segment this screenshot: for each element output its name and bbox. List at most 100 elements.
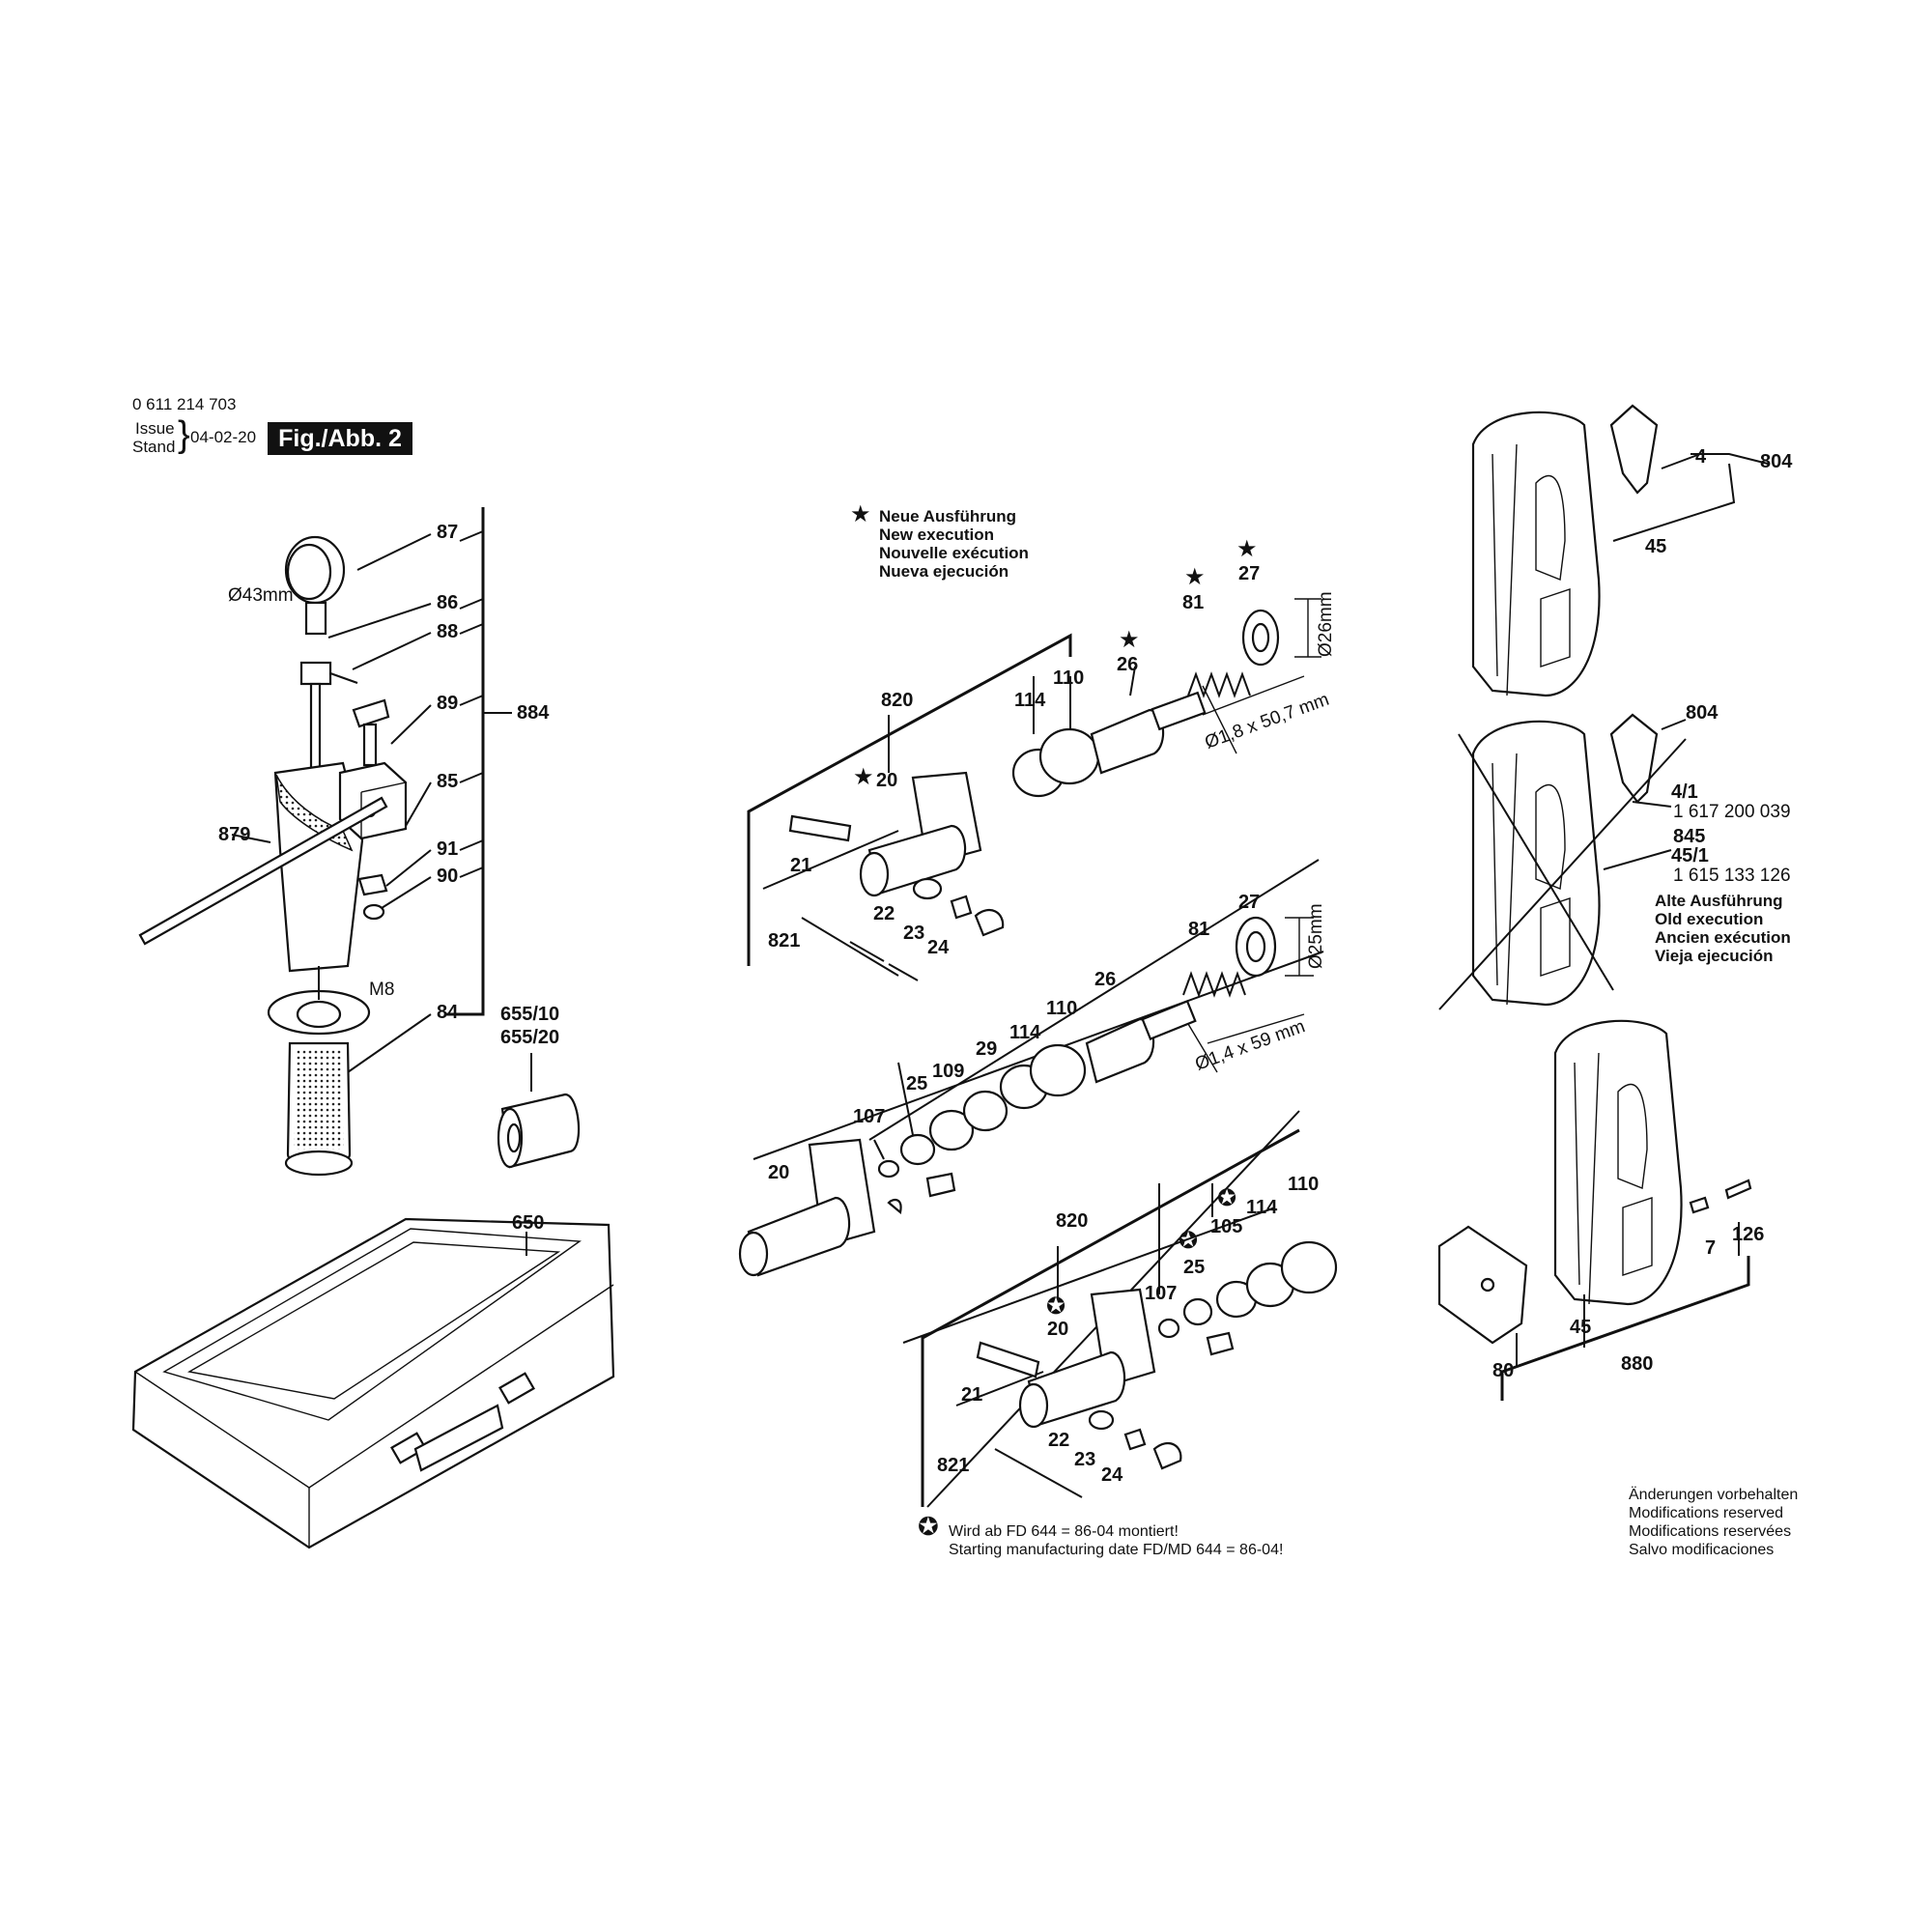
old-execution-en: Old execution	[1655, 910, 1764, 928]
circled-star-icon: ✪	[918, 1512, 939, 1541]
clamp-tab	[304, 601, 327, 636]
auxiliary-handle-group	[131, 507, 615, 1549]
label-diameter-25: Ø25mm	[1306, 903, 1326, 969]
new-execution-de: Neue Ausführung	[879, 507, 1016, 526]
label-650: 650	[512, 1212, 544, 1234]
label-spring-top: Ø1,8 x 50,7 mm	[1203, 690, 1332, 753]
label-114-center: 114	[1009, 1022, 1041, 1043]
o-ring-110-bottom	[1280, 1240, 1338, 1294]
label-804-mid: 804	[1686, 702, 1719, 724]
label-110-bottom: 110	[1288, 1174, 1319, 1195]
label-25-bottom: 25	[1183, 1257, 1205, 1278]
label-884: 884	[517, 702, 550, 724]
label-20-bottom: 20	[1047, 1319, 1068, 1340]
label-107-center: 107	[853, 1106, 885, 1127]
label-22-top: 22	[873, 903, 895, 924]
pin	[788, 814, 852, 842]
carrying-case	[131, 1217, 615, 1549]
label-845: 845	[1673, 826, 1705, 847]
modifications-fr: Modifications reservées	[1629, 1523, 1792, 1540]
label-21-top: 21	[790, 855, 811, 876]
ring-25	[899, 1133, 936, 1166]
label-87: 87	[437, 522, 458, 543]
ring-25-bottom	[1182, 1297, 1213, 1326]
issue-label: Issue	[135, 419, 175, 438]
label-diameter-26: Ø26mm	[1316, 591, 1336, 657]
tool-holder	[1090, 708, 1165, 775]
label-821-top: 821	[768, 930, 800, 952]
label-24-bottom: 24	[1101, 1464, 1123, 1486]
depth-stop-rod	[138, 796, 388, 946]
label-85: 85	[437, 771, 458, 792]
old-execution-es: Vieja ejecución	[1655, 947, 1774, 965]
label-23-top: 23	[903, 923, 924, 944]
label-24-top: 24	[927, 937, 950, 958]
star-27: ★	[1236, 536, 1258, 562]
ring-109	[928, 1109, 975, 1151]
ring-29	[962, 1090, 1009, 1132]
figure-badge: Fig./Abb. 2	[268, 422, 412, 455]
label-821-bottom: 821	[937, 1455, 969, 1476]
label-820-top: 820	[881, 690, 913, 711]
tool-holder-old-group	[738, 859, 1324, 1277]
frame-884	[446, 507, 485, 1016]
old-execution-de: Alte Ausführung	[1655, 892, 1783, 910]
label-110-center: 110	[1046, 998, 1077, 1019]
brace: }	[178, 414, 190, 455]
label-80: 80	[1492, 1360, 1514, 1381]
threaded-rod	[309, 682, 322, 773]
old-execution-note: Alte Ausführung Old execution Ancien exé…	[1655, 892, 1791, 965]
footnote: ✪ Wird ab FD 644 = 86-04 montiert! Start…	[918, 1514, 1284, 1559]
label-107-bottom: 107	[1145, 1283, 1177, 1304]
housing-group	[1437, 404, 1769, 1401]
label-45-bottom: 45	[1570, 1317, 1591, 1338]
spring	[1187, 671, 1251, 698]
label-110-top: 110	[1053, 668, 1084, 689]
label-4-1-number: 1 617 200 039	[1673, 802, 1791, 822]
new-execution-note: ★ Neue Ausführung New execution Nouvelle…	[850, 501, 1029, 582]
switch-clip	[1609, 404, 1659, 495]
label-879: 879	[218, 824, 250, 845]
label-655-20: 655/20	[500, 1027, 559, 1048]
label-m8: M8	[369, 980, 394, 1000]
screw-126	[1724, 1179, 1752, 1200]
footnote-de: Wird ab FD 644 = 86-04 montiert!	[949, 1523, 1179, 1540]
old-execution-fr: Ancien exécution	[1655, 928, 1791, 947]
star-icon: ★	[850, 501, 871, 527]
label-diameter-43: Ø43mm	[228, 585, 294, 606]
footnote-en: Starting manufacturing date FD/MD 644 = …	[949, 1542, 1284, 1558]
label-880: 880	[1621, 1353, 1653, 1375]
new-execution-fr: Nouvelle exécution	[879, 544, 1029, 562]
label-114-bottom: 114	[1246, 1197, 1278, 1218]
label-89: 89	[437, 693, 458, 714]
stand-label: Stand	[132, 438, 176, 456]
label-22-bottom: 22	[1048, 1430, 1069, 1451]
label-21-bottom: 21	[961, 1384, 982, 1406]
switch-clip-old	[1609, 713, 1659, 804]
label-81-top: 81	[1182, 592, 1204, 613]
label-655-10: 655/10	[500, 1004, 559, 1025]
star-81: ★	[1184, 564, 1206, 590]
label-25-center: 25	[906, 1073, 927, 1094]
label-86: 86	[437, 592, 458, 613]
label-45-1: 45/1	[1671, 845, 1709, 867]
label-804-top: 804	[1760, 451, 1793, 472]
label-90: 90	[437, 866, 458, 887]
o-ring-110	[1038, 727, 1100, 785]
new-execution-es: Nueva ejecución	[879, 562, 1009, 581]
label-45-1-number: 1 615 133 126	[1673, 866, 1791, 886]
spring-center	[1182, 971, 1246, 998]
label-7: 7	[1705, 1237, 1716, 1259]
part-number: 0 611 214 703	[132, 395, 237, 413]
label-4-1: 4/1	[1671, 781, 1698, 803]
label-27-center: 27	[1238, 892, 1260, 913]
label-20-center: 20	[768, 1162, 789, 1183]
o-ring-110-center	[1029, 1043, 1087, 1097]
modifications-en: Modifications reserved	[1629, 1505, 1784, 1521]
label-820-bottom: 820	[1056, 1210, 1088, 1232]
new-execution-en: New execution	[879, 526, 995, 544]
label-81-center: 81	[1188, 919, 1209, 940]
pin-block	[299, 661, 332, 686]
label-26-top: 26	[1117, 654, 1138, 675]
